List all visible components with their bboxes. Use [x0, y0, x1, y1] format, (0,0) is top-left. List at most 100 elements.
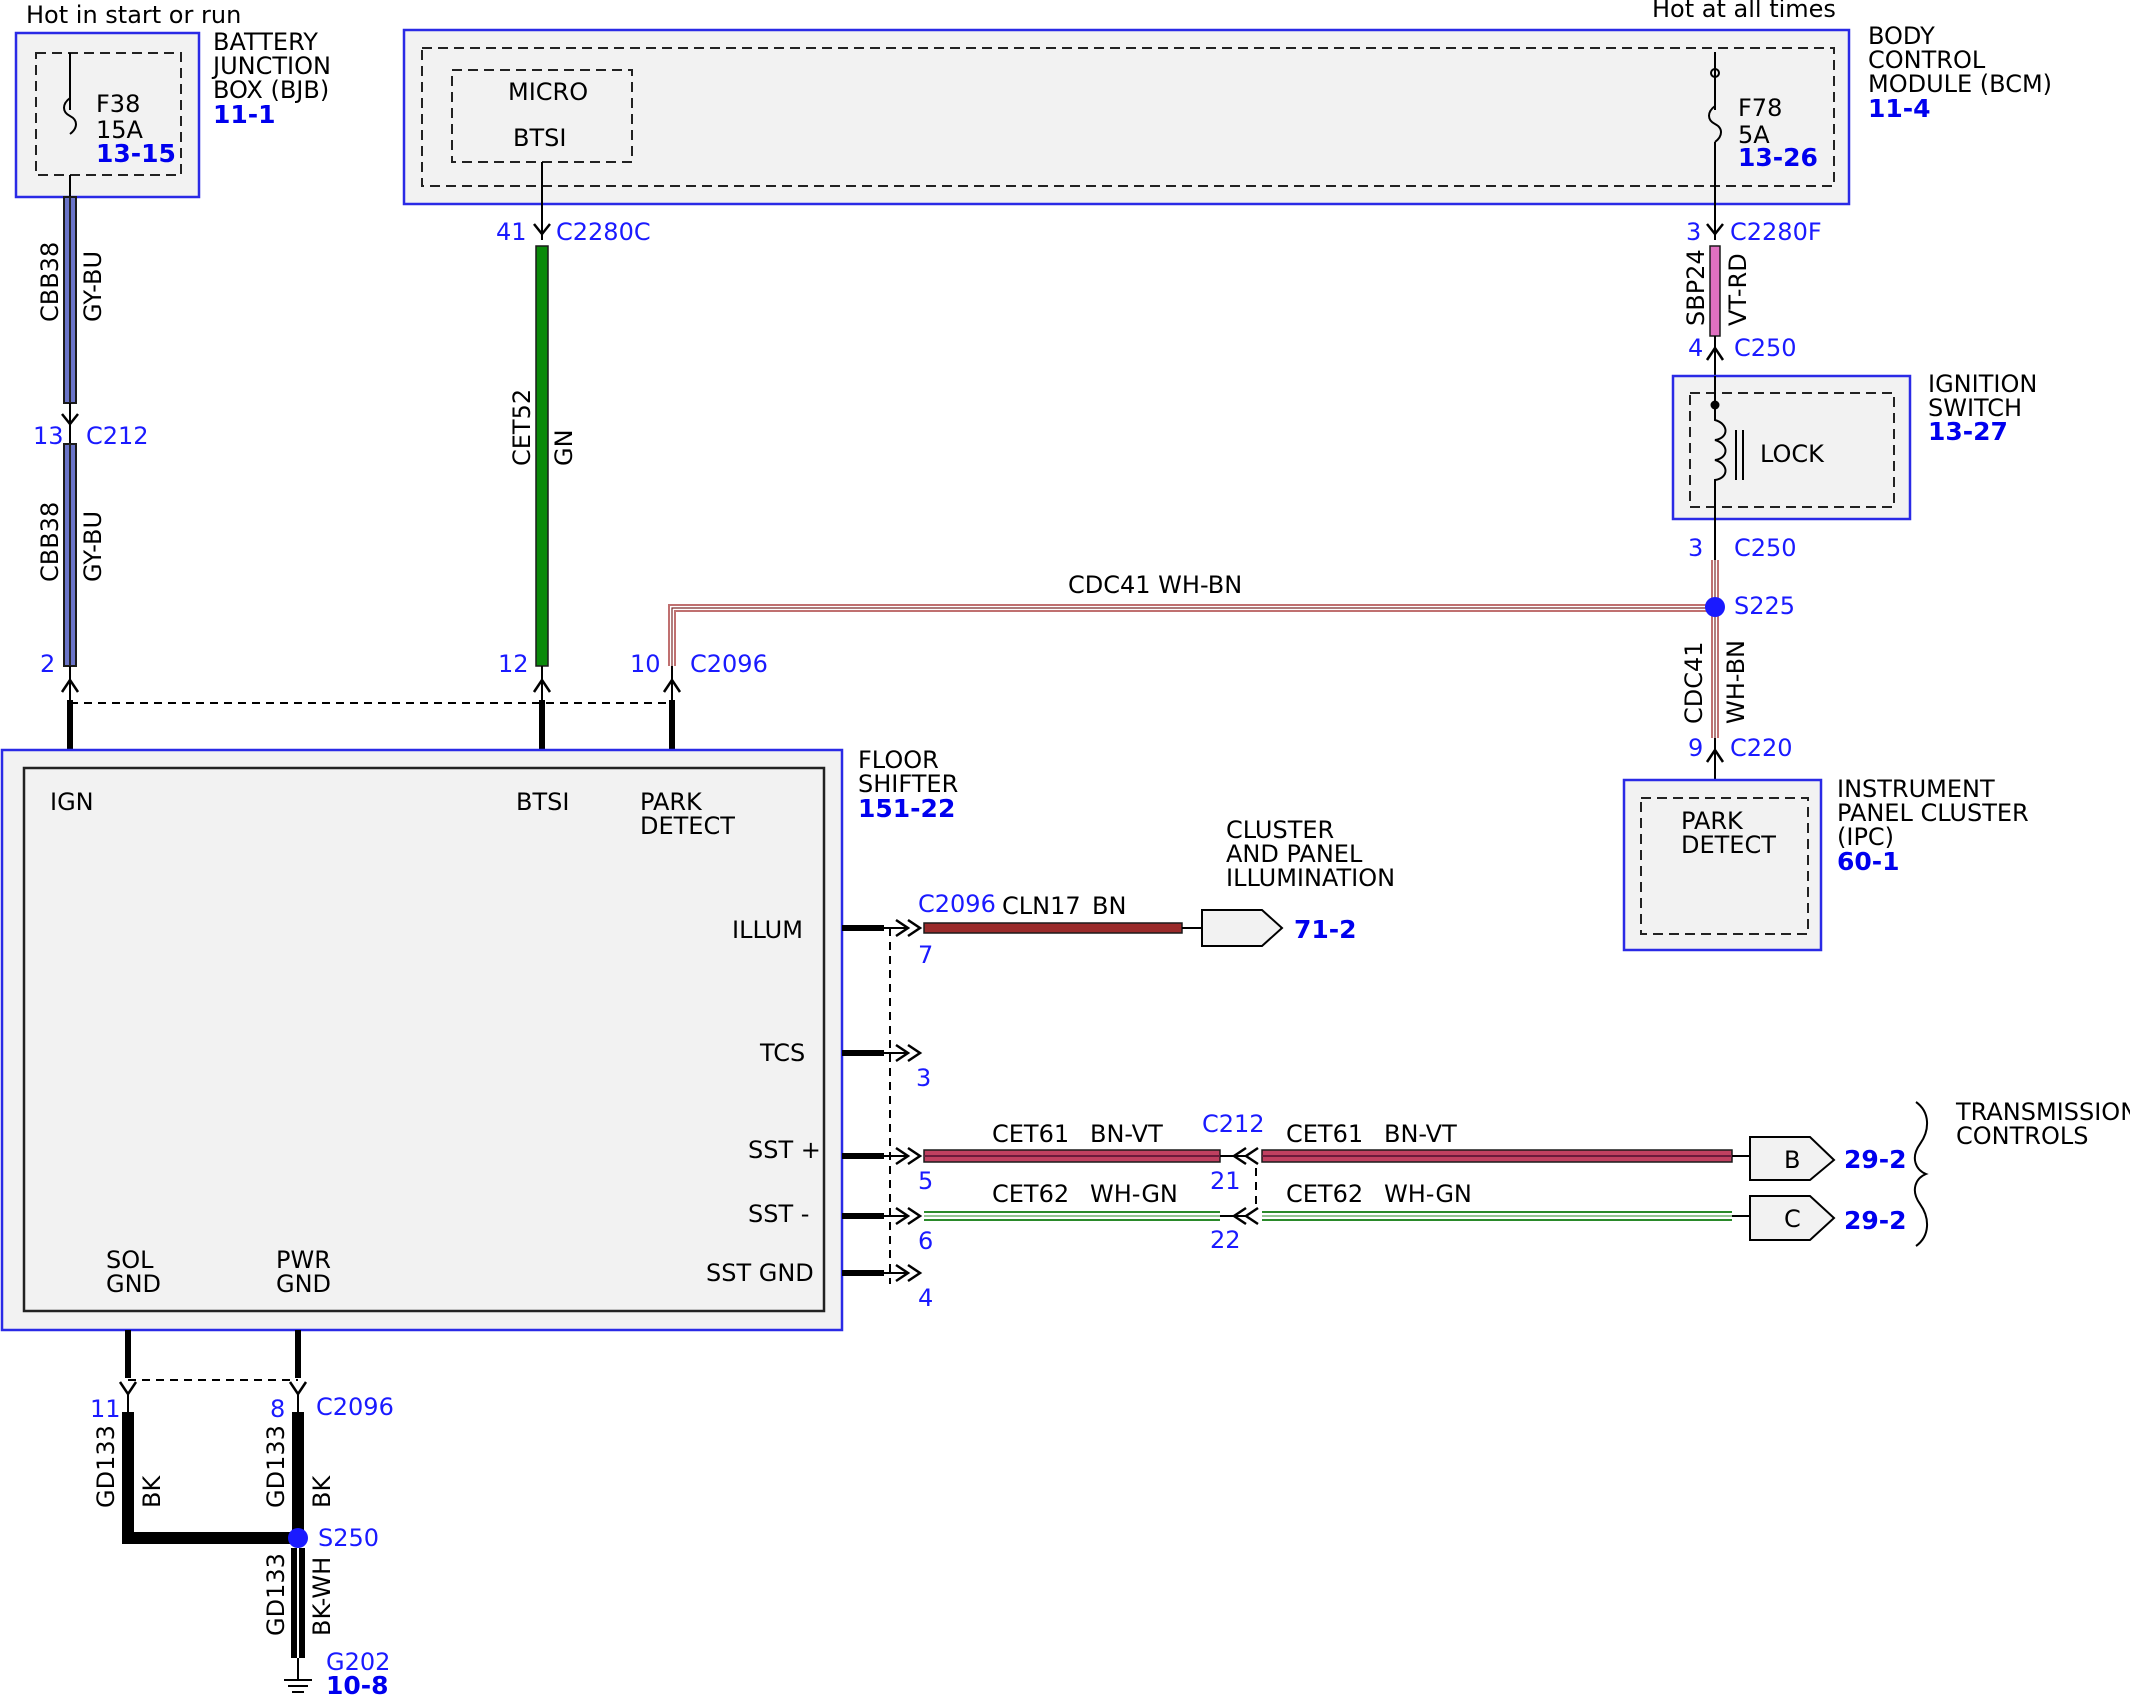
- fuse-f38-rating: 15A: [96, 116, 144, 144]
- wire-cet62-wh-gn[interactable]: [924, 1206, 1750, 1226]
- destination-b-label: B: [1784, 1146, 1800, 1174]
- bcm-name-line2: CONTROL: [1868, 46, 1986, 74]
- stub-sst-gnd: [842, 1263, 923, 1283]
- bjb-name-line1: BATTERY: [213, 28, 318, 56]
- ipc-park-line2: DETECT: [1681, 831, 1776, 859]
- wire-cet62-id-left: CET62: [992, 1180, 1069, 1208]
- bcm-micro-label: MICRO: [508, 78, 588, 106]
- bcm-btsi-label: BTSI: [513, 124, 566, 152]
- wire-bn-vt-color-right: BN-VT: [1384, 1120, 1457, 1148]
- pin-41-label: 41: [496, 218, 527, 246]
- destination-c-label: C: [1784, 1205, 1801, 1233]
- wire-cbb38-gy-bu[interactable]: [60, 175, 80, 750]
- wire-bk-color-right: BK: [308, 1475, 336, 1508]
- pin-park-line1: PARK: [640, 788, 703, 816]
- connector-c212-right: C212: [1202, 1110, 1265, 1138]
- ipc-name-line1: INSTRUMENT: [1837, 775, 1995, 803]
- cluster-illum-line2: AND PANEL: [1226, 840, 1363, 868]
- fuse-f38-label: F38: [96, 90, 140, 118]
- bjb-ref-link[interactable]: 11-1: [213, 100, 276, 129]
- wire-bn-vt-color-left: BN-VT: [1090, 1120, 1163, 1148]
- wire-cdc41-vertical[interactable]: [1705, 519, 1725, 798]
- wire-cln17-id: CLN17: [1002, 892, 1081, 920]
- floor-shifter-name-line1: FLOOR: [858, 746, 939, 774]
- pin-btsi-label: BTSI: [516, 788, 569, 816]
- pin-11-label: 11: [90, 1395, 121, 1423]
- ignition-switch-ref-link[interactable]: 13-27: [1928, 417, 2008, 446]
- transmission-controls-line1: TRANSMISSION: [1955, 1098, 2130, 1126]
- wire-gd133-bk-wh[interactable]: [284, 1548, 312, 1693]
- ignition-lock-label: LOCK: [1760, 440, 1825, 468]
- pin-7-label: 7: [918, 941, 933, 969]
- destination-c-ref-link[interactable]: 29-2: [1844, 1206, 1907, 1235]
- wire-cdc41-wh-bn[interactable]: [662, 604, 1714, 750]
- pin-3-c2280f: 3: [1686, 218, 1701, 246]
- ignition-switch-name-line1: IGNITION: [1928, 370, 2037, 398]
- stub-sst-plus: [842, 1146, 923, 1166]
- wire-gd133-id-left: GD133: [92, 1425, 120, 1508]
- wire-vt-rd-color: VT-RD: [1724, 253, 1752, 326]
- ignition-switch[interactable]: [1671, 374, 1912, 521]
- floor-shifter-ref-link[interactable]: 151-22: [858, 794, 955, 823]
- wire-cet61-id-right: CET61: [1286, 1120, 1363, 1148]
- destination-b-ref-link[interactable]: 29-2: [1844, 1145, 1907, 1174]
- wire-bk-color-left: BK: [138, 1475, 166, 1508]
- floor-shifter-module[interactable]: [0, 748, 844, 1332]
- splice-s250[interactable]: [288, 1528, 308, 1548]
- connector-c2096-right: C2096: [918, 890, 996, 918]
- wire-bn-color: BN: [1092, 892, 1126, 920]
- pin-2-label: 2: [40, 650, 55, 678]
- pin-sol-line2: GND: [106, 1270, 161, 1298]
- cluster-illum-line3: ILLUMINATION: [1226, 864, 1395, 892]
- ipc-park-line1: PARK: [1681, 807, 1744, 835]
- wire-wh-bn-color-vertical: WH-BN: [1722, 640, 1750, 724]
- pin-6-label: 6: [918, 1227, 933, 1255]
- battery-junction-box[interactable]: [14, 31, 201, 199]
- connector-c2280f: C2280F: [1730, 218, 1822, 246]
- pin-ign-label: IGN: [50, 788, 94, 816]
- pin-10-label: 10: [630, 650, 661, 678]
- body-control-module[interactable]: [402, 28, 1851, 206]
- pin-sst-plus-label: SST +: [748, 1136, 821, 1164]
- wire-cdc41-id-vertical: CDC41: [1680, 641, 1708, 724]
- fuse-f78-ref-link[interactable]: 13-26: [1738, 143, 1818, 172]
- instrument-panel-cluster[interactable]: [1622, 778, 1823, 952]
- wire-cet52-gn[interactable]: [532, 162, 552, 750]
- connector-c2096-top: C2096: [690, 650, 768, 678]
- pin-5-label: 5: [918, 1167, 933, 1195]
- splice-s225[interactable]: [1705, 597, 1725, 617]
- ground-g202-ref-link[interactable]: 10-8: [326, 1671, 389, 1698]
- connector-c2096-bottom: C2096: [316, 1393, 394, 1421]
- bcm-name-line3: MODULE (BCM): [1868, 70, 2052, 98]
- splice-s250-label: S250: [318, 1524, 379, 1552]
- bjb-name-line3: BOX (BJB): [213, 76, 329, 104]
- ipc-ref-link[interactable]: 60-1: [1837, 847, 1900, 876]
- wire-cet61-bn-vt[interactable]: [923, 1146, 1750, 1166]
- pin-3-c250: 3: [1688, 534, 1703, 562]
- pin-13-label: 13: [33, 422, 64, 450]
- wire-cln17-bn[interactable]: [923, 922, 1202, 934]
- hot-start-run-note: Hot in start or run: [26, 1, 241, 29]
- bcm-ref-link[interactable]: 11-4: [1868, 94, 1931, 123]
- wire-sbp24-vt-rd[interactable]: [1705, 186, 1725, 376]
- wire-gd133-bk[interactable]: [118, 1330, 308, 1544]
- pin-pwr-line2: GND: [276, 1270, 331, 1298]
- wire-bk-wh-color: BK-WH: [308, 1557, 336, 1636]
- wire-cbb38-id-upper: CBB38: [36, 242, 64, 322]
- pin-sol-line1: SOL: [106, 1246, 154, 1274]
- wire-cet52-id: CET52: [508, 389, 536, 466]
- cluster-illumination-ref-link[interactable]: 71-2: [1294, 915, 1357, 944]
- wire-gy-bu-color-lower: GY-BU: [79, 511, 107, 582]
- pin-tcs-label: TCS: [759, 1039, 805, 1067]
- wire-gn-color: GN: [550, 429, 578, 466]
- wire-sbp24-id: SBP24: [1682, 249, 1710, 326]
- fuse-f78-rating: 5A: [1738, 121, 1770, 149]
- wire-cet62-id-right: CET62: [1286, 1180, 1363, 1208]
- destination-b-arrow[interactable]: [1749, 1136, 1836, 1181]
- wire-gd133-id-right: GD133: [262, 1425, 290, 1508]
- destination-c-arrow[interactable]: [1749, 1195, 1836, 1241]
- wire-cdc41-horizontal-label: CDC41 WH-BN: [1068, 571, 1242, 599]
- cluster-illumination-arrow[interactable]: [1201, 909, 1284, 947]
- fuse-f38-ref-link[interactable]: 13-15: [96, 139, 176, 168]
